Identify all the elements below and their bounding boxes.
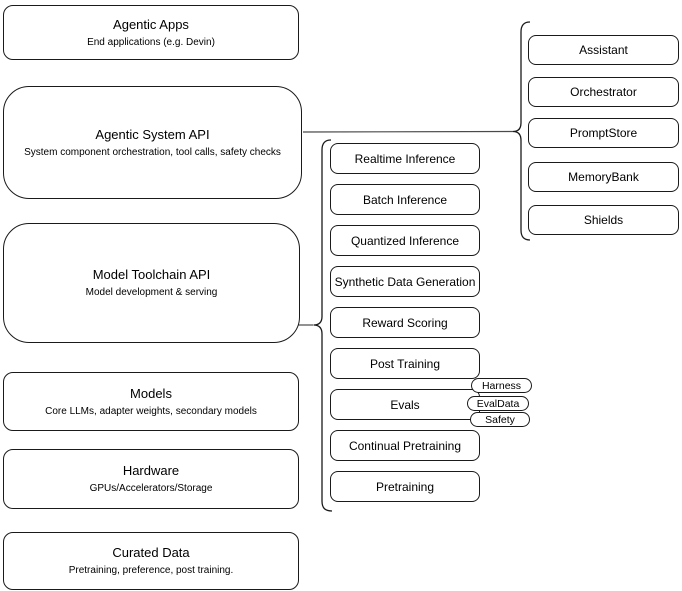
toolchain-item-evals: Evals xyxy=(330,389,480,420)
component-label: MemoryBank xyxy=(568,170,639,184)
toolchain-item-label: Synthetic Data Generation xyxy=(334,274,476,289)
component-label: Orchestrator xyxy=(570,85,637,99)
components-brace xyxy=(512,21,531,241)
evals-tag-safety: Safety xyxy=(470,412,530,427)
evals-tag-label: EvalData xyxy=(476,397,520,410)
node-title: Agentic Apps xyxy=(113,16,189,32)
node-title: Agentic System API xyxy=(95,126,210,142)
node-agentic-apps: Agentic Apps End applications (e.g. Devi… xyxy=(3,5,299,60)
component-assistant: Assistant xyxy=(528,35,679,65)
node-agentic-system-api: Agentic System API System component orch… xyxy=(3,86,302,199)
toolchain-item-reward-scoring: Reward Scoring xyxy=(330,307,480,338)
node-subtitle: System component orchestration, tool cal… xyxy=(24,146,281,158)
toolchain-item-label: Post Training xyxy=(369,356,441,371)
toolchain-item-label: Realtime Inference xyxy=(354,151,456,166)
node-curated-data: Curated Data Pretraining, preference, po… xyxy=(3,532,299,590)
toolchain-item-synthetic-data-generation: Synthetic Data Generation xyxy=(330,266,480,297)
toolchain-brace xyxy=(313,139,333,512)
toolchain-item-post-training: Post Training xyxy=(330,348,480,379)
node-model-toolchain-api: Model Toolchain API Model development & … xyxy=(3,223,300,343)
node-models: Models Core LLMs, adapter weights, secon… xyxy=(3,372,299,431)
component-promptstore: PromptStore xyxy=(528,118,679,148)
component-label: PromptStore xyxy=(569,126,638,140)
node-subtitle: GPUs/Accelerators/Storage xyxy=(89,483,213,494)
component-memorybank: MemoryBank xyxy=(528,162,679,192)
node-hardware: Hardware GPUs/Accelerators/Storage xyxy=(3,449,299,509)
evals-tag-label: Safety xyxy=(485,413,515,426)
evals-tag-harness: Harness xyxy=(471,378,532,393)
toolchain-item-label: Reward Scoring xyxy=(362,315,448,330)
toolchain-item-continual-pretraining: Continual Pretraining xyxy=(330,430,480,461)
toolchain-item-label: Quantized Inference xyxy=(350,233,460,248)
toolchain-item-label: Pretraining xyxy=(375,479,435,494)
toolchain-item-label: Continual Pretraining xyxy=(348,438,462,453)
evals-tag-label: Harness xyxy=(481,379,522,392)
node-subtitle: Core LLMs, adapter weights, secondary mo… xyxy=(45,405,257,417)
node-title: Models xyxy=(130,385,172,401)
node-title: Model Toolchain API xyxy=(92,267,211,282)
toolchain-item-realtime-inference: Realtime Inference xyxy=(330,143,480,174)
component-shields: Shields xyxy=(528,205,679,235)
node-title: Curated Data xyxy=(112,545,190,560)
toolchain-item-label: Batch Inference xyxy=(362,192,448,207)
node-title: Hardware xyxy=(122,463,180,478)
node-subtitle: Pretraining, preference, post training. xyxy=(68,565,234,576)
component-label: Assistant xyxy=(579,43,628,57)
node-subtitle: Model development & serving xyxy=(85,287,218,298)
toolchain-item-quantized-inference: Quantized Inference xyxy=(330,225,480,256)
component-orchestrator: Orchestrator xyxy=(528,77,679,107)
node-subtitle: End applications (e.g. Devin) xyxy=(87,36,215,48)
toolchain-item-pretraining: Pretraining xyxy=(330,471,480,502)
toolchain-item-batch-inference: Batch Inference xyxy=(330,184,480,215)
connector-agentic-system-api-line xyxy=(302,130,514,133)
toolchain-item-label: Evals xyxy=(390,397,420,412)
component-label: Shields xyxy=(583,213,624,227)
evals-tag-evaldata: EvalData xyxy=(467,396,529,411)
